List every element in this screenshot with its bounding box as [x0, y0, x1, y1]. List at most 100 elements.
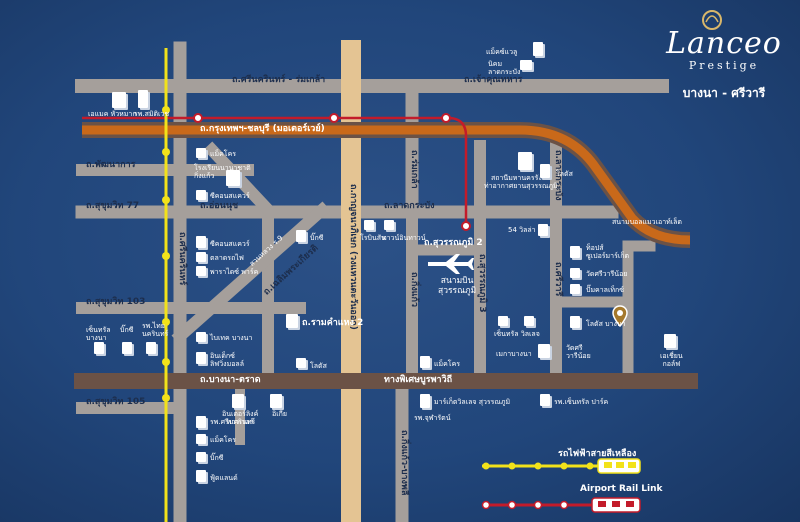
brand-emblem-icon	[702, 10, 722, 30]
place-label-home-pro: ตลาดรถไฟ	[210, 254, 244, 262]
building-icon	[196, 470, 206, 482]
place-label-makro-top: แม็คซ์แวลู	[486, 48, 518, 56]
yellow-line-station	[162, 148, 170, 156]
place-label-hosp-srinakarin: รพ.ศรีนครินทร์	[210, 418, 256, 426]
place-label-robinson-lk: โรบินสัน	[360, 234, 386, 242]
building-icon	[196, 434, 206, 444]
rail-link-station	[193, 113, 203, 123]
building-icon	[196, 332, 206, 342]
building-icon	[196, 352, 206, 364]
airplane-icon	[428, 254, 474, 274]
place-label-big-c-bangna: บิ๊กซี	[120, 326, 134, 334]
place-label-wat-srivaree-full: วัดศรี วารีน้อย	[566, 344, 591, 360]
place-label-tesco-lk: ทาวน์อินทาวน์	[382, 234, 426, 242]
building-icon	[420, 394, 430, 408]
building-icon	[296, 358, 306, 368]
place-label-food-land: ฟู้ดแลนด์	[210, 474, 238, 482]
place-label-pump: ปั๊มคาลเท็กซ์	[586, 286, 624, 294]
place-label-nakhon-hospital: รพ.ไทย นครินทร์	[142, 322, 169, 338]
place-label-lotus-sv: โลตัส	[556, 170, 573, 178]
road-label-bangna-trat: ถ.บางนา-ตราด	[200, 375, 261, 385]
legend-yellow-line-icon	[482, 458, 641, 474]
place-label-robinson: ซีคอนสแควร์	[210, 192, 250, 200]
road-label-bkk-chonburi: ถ.กรุงเทพฯ-ชลบุรี (มอเตอร์เวย์)	[200, 124, 325, 134]
building-icon	[570, 268, 580, 278]
road-label-srinakarin: ถ.ศรีนครินทร์	[177, 232, 187, 286]
place-label-index: อินเตอร์ลิงค์ ทาวเวอร์	[222, 410, 259, 426]
building-icon	[196, 190, 206, 200]
building-icon	[498, 316, 508, 326]
brand-subtitle: Prestige	[688, 59, 760, 72]
place-label-lk-54: 54 วิลล่า	[508, 226, 536, 234]
building-icon	[538, 344, 550, 358]
yellow-line-station	[162, 318, 170, 326]
place-label-paradise: พาราไดซ์ พาร์ค	[210, 268, 259, 276]
rail-link-station	[461, 221, 471, 231]
building-icon	[232, 394, 244, 408]
road-label-srinakarin-romklao: ถ.ศรีนครินทร์ - ร่มเกล้า	[232, 75, 326, 85]
road-label-king-kaew: ถ.กิ่งแก้ว	[409, 272, 419, 308]
building-icon	[570, 246, 580, 258]
building-icon	[524, 316, 534, 326]
place-label-airport-link-station: สถานีมหานครรังสิต ท่าอากาศยานสุวรรณภูมิ	[484, 174, 558, 190]
place-label-big-c-sk: บิ๊กซี	[210, 454, 224, 462]
place-label-central: ซีคอนสแควร์	[210, 240, 250, 248]
building-icon	[196, 236, 206, 248]
place-label-siam-outlet: อินเด็กซ์ ลิฟวิ่งมอลล์	[210, 352, 244, 368]
place-label-wat-srivaree: วัดศรีวารีน้อย	[586, 270, 628, 278]
rail-link-station	[329, 113, 339, 123]
legend-airport-link-icon	[481, 497, 641, 513]
place-label-stadium: สนามบอลแมวเอาท์เล็ต	[612, 218, 682, 226]
building-icon	[112, 92, 126, 108]
building-icon	[540, 394, 550, 406]
road-label-sukhumvit-77: ถ.สุขุมวิท 77	[86, 201, 140, 211]
place-label-central-vil: เซ็นทรัล วิลเลจ	[494, 330, 540, 338]
yellow-line-station	[162, 358, 170, 366]
place-label-suvarnabhumi: สนามบิน สุวรรณภูมิ	[438, 276, 477, 296]
building-icon	[664, 334, 676, 348]
project-pin-icon	[612, 305, 628, 328]
brand-area: บางนา - ศรีวารี	[682, 86, 766, 100]
road-label-suvarnabhumi-3: ถ.สุวรรณภูมิ 3	[477, 254, 487, 313]
place-label-nikhom: นิคม ลาดกระบัง	[488, 60, 521, 76]
building-icon	[570, 316, 580, 328]
yellow-line-station	[162, 106, 170, 114]
building-icon	[196, 452, 206, 462]
building-icon	[533, 42, 543, 56]
place-label-makro-kk: แม็คโคร	[434, 360, 461, 368]
place-label-seacon: เอแมค หัวหมาก	[88, 110, 137, 118]
place-label-makro: แม็คโคร	[210, 150, 237, 158]
place-label-samitivej: รพ.สมิติเวช	[134, 110, 170, 118]
place-label-golf: เอเชี่ยน กอล์ฟ	[660, 352, 683, 368]
building-icon	[570, 284, 580, 294]
building-icon	[518, 152, 532, 170]
place-label-makro-sk: แม็คโคร	[210, 436, 237, 444]
road-label-ramkhamhaeng-2: ถ.รามคำแหง 2	[302, 318, 364, 328]
place-label-ikea: อิเกีย	[272, 410, 287, 418]
road-label-sukhumvit-105: ถ.สุขุมวิท 105	[86, 397, 146, 407]
building-icon	[122, 342, 132, 354]
legend-yellow-line-label: รถไฟฟ้าสายสีเหลือง	[558, 449, 637, 459]
building-icon	[520, 60, 532, 70]
brand-name: Lanceo	[666, 26, 782, 61]
place-label-hosp-chula: รพ.จุฬารัตน์	[414, 414, 451, 422]
rail-link-station	[441, 113, 451, 123]
yellow-line-station	[162, 252, 170, 260]
building-icon	[286, 314, 298, 328]
road-kanchanaphisek	[341, 40, 361, 522]
building-icon	[196, 266, 206, 276]
route-motorway-core	[82, 125, 691, 245]
building-icon	[270, 394, 282, 408]
building-icon	[138, 90, 148, 108]
road-label-lat-krabang: ถ.ลาดกระบัง	[384, 201, 435, 211]
yellow-line-station	[162, 196, 170, 204]
place-label-bitec: ไบเทค บางนา	[210, 334, 253, 342]
building-icon	[296, 230, 306, 242]
building-icon	[538, 224, 548, 236]
road-label-on-nut: ถ.อ่อนนุช	[200, 201, 239, 211]
road-label-srivaree: ถ.ศรีวารี	[553, 262, 563, 297]
road-label-phatthanakan: ถ.พัฒนาการ	[86, 160, 136, 170]
road-label-rom-klao: ถ.ร่มเกล้า	[409, 150, 419, 189]
